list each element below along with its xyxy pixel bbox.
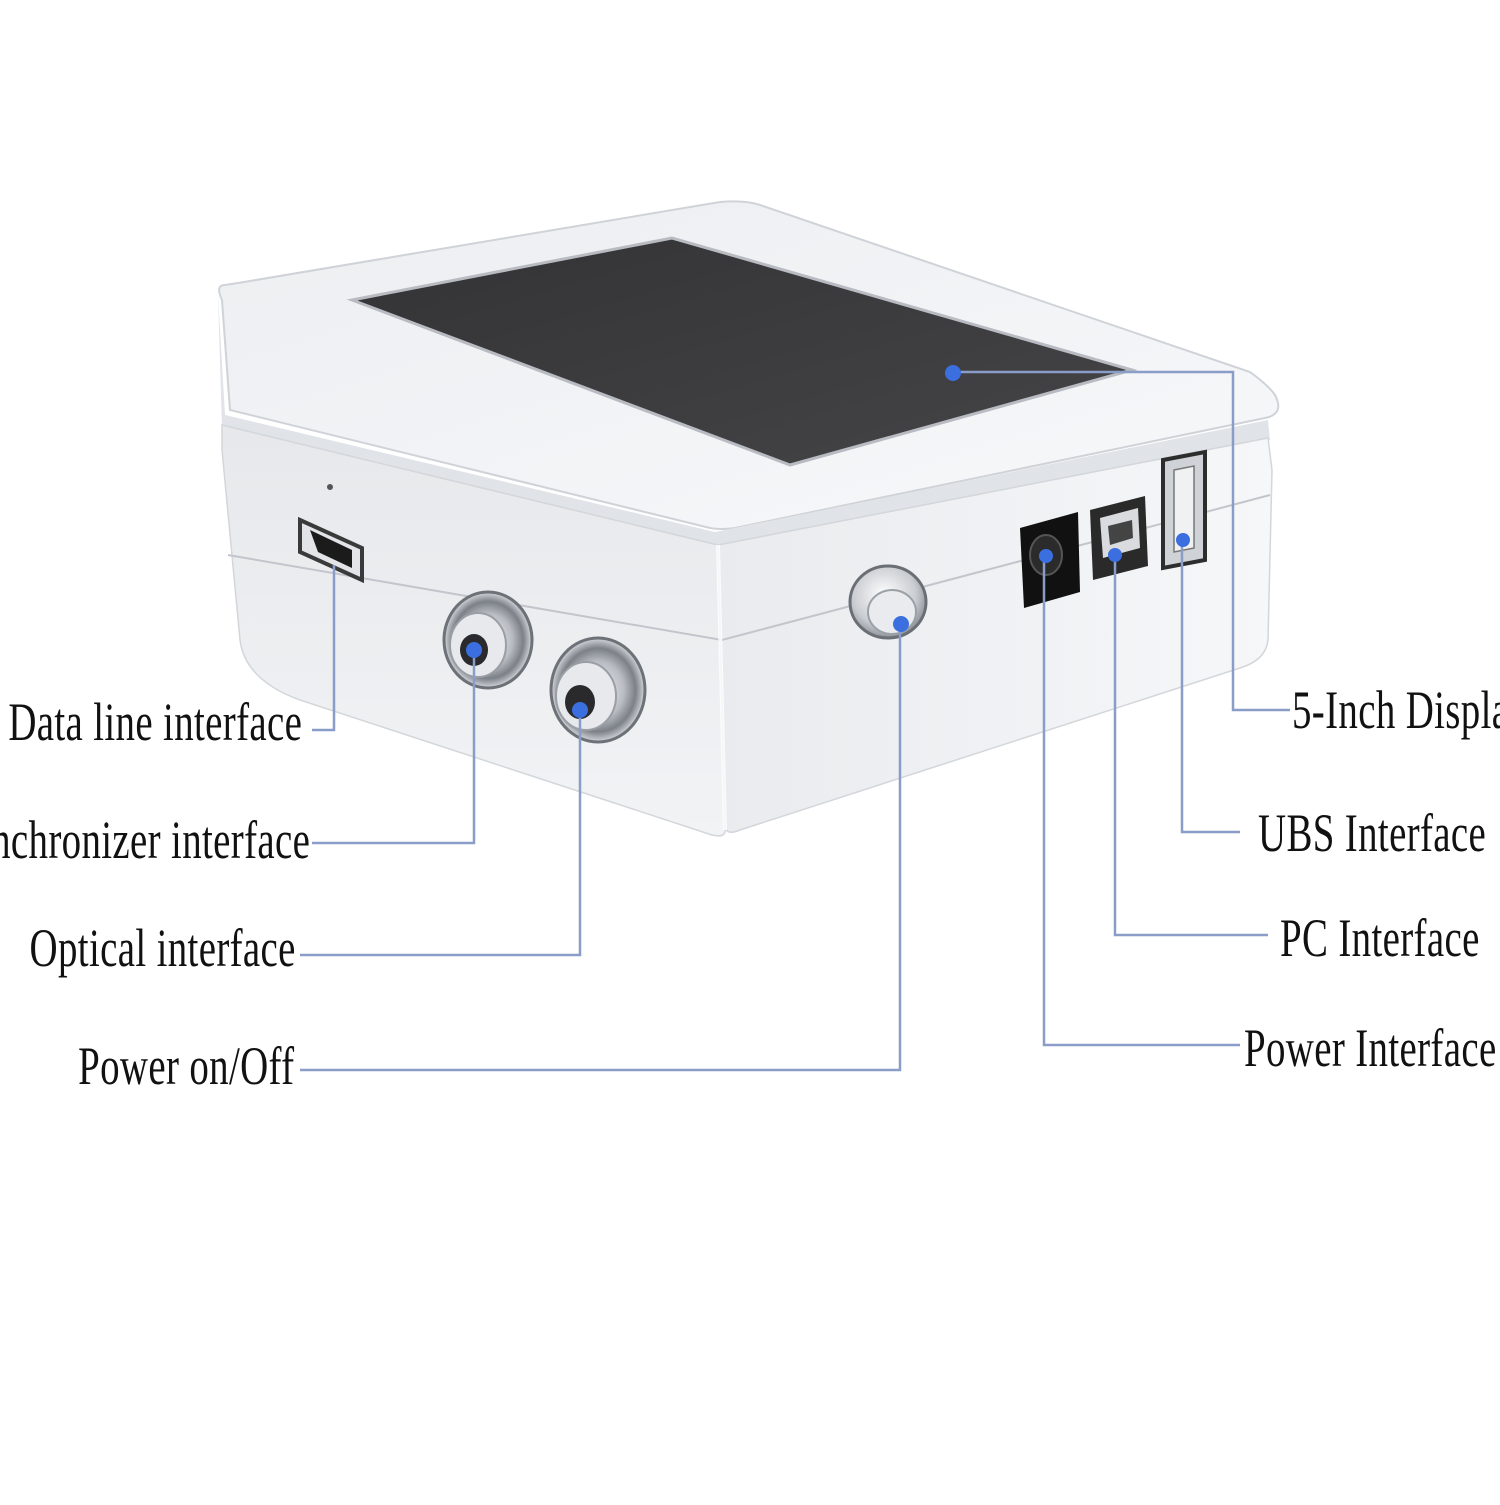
label-power-on-off: Power on/Off: [77, 1036, 294, 1096]
power-button: [848, 564, 928, 640]
label-pc-interface: PC Interface: [1280, 908, 1480, 968]
case-corner-highlight: [716, 544, 727, 831]
display-screen: [346, 236, 1138, 467]
usb-a-port: [1161, 449, 1207, 571]
label-power-interface: Power Interface: [1244, 1018, 1497, 1078]
label-synchronizer-interface: Synchronizer interface: [0, 810, 310, 870]
leader-lines: [300, 370, 1290, 1072]
label-ubs-interface: UBS Interface: [1258, 803, 1487, 863]
data-line-port: [298, 484, 364, 584]
label-5-inch-display: 5-Inch Display: [1292, 680, 1500, 740]
optical-connector: [549, 636, 647, 744]
usb-b-port: [1090, 496, 1148, 580]
label-optical-interface: Optical interface: [29, 918, 296, 978]
callout-dots: [466, 365, 1190, 718]
synchronizer-connector: [442, 590, 534, 690]
label-data-line-interface: Data line interface: [8, 692, 302, 752]
case-top-bevel: [218, 295, 1270, 548]
